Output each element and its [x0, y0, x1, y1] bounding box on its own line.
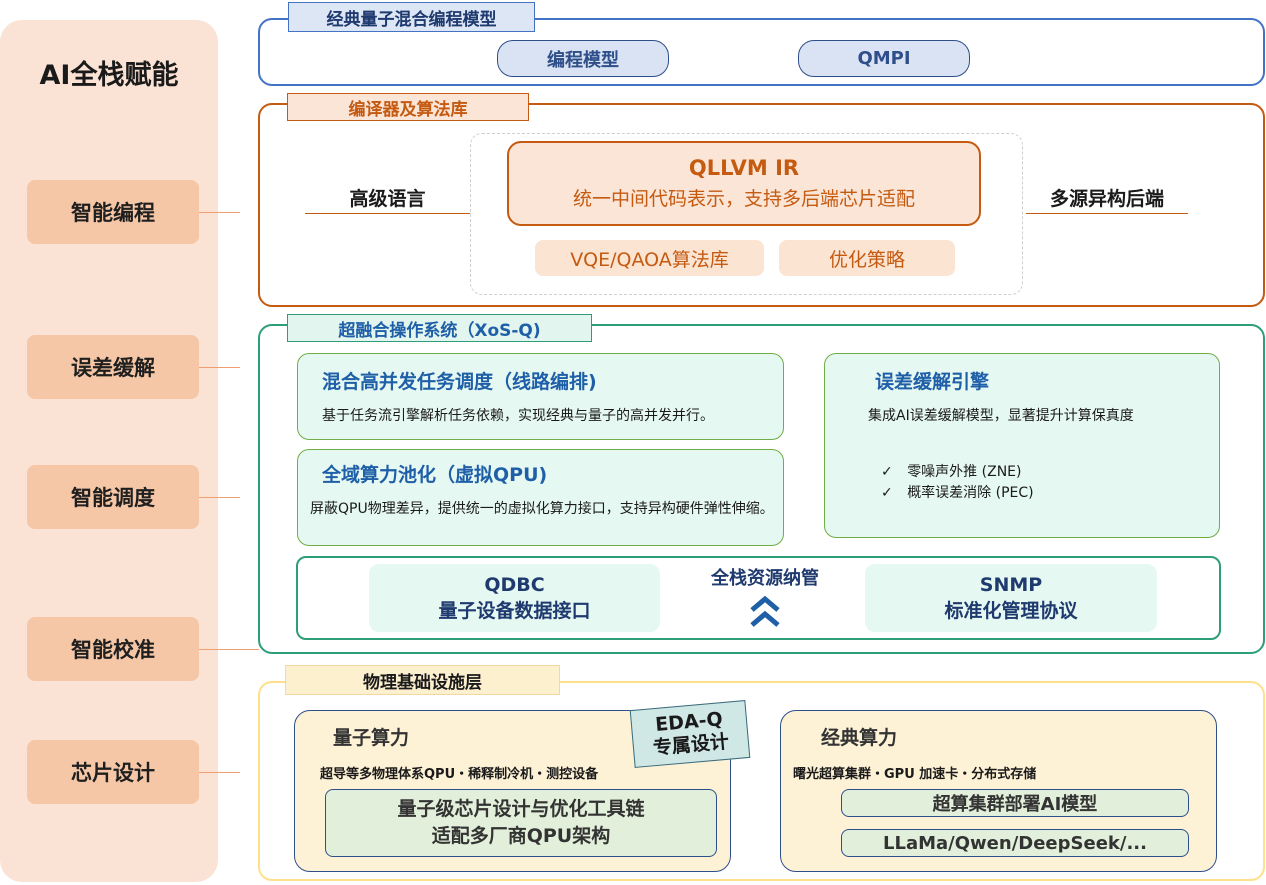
check-icon: ✓: [881, 464, 893, 480]
pooling-title: 全域算力池化（虚拟QPU): [322, 464, 548, 486]
programming-model-title: 经典量子混合编程模型: [288, 2, 535, 32]
os-frame: [258, 324, 1265, 654]
infrastructure-frame: [258, 681, 1265, 881]
llm-list-pill: LLaMa/Qwen/DeepSeek/...: [841, 829, 1189, 857]
snmp-title: SNMP: [979, 574, 1043, 596]
error-engine-card: 误差缓解引擎 集成AI误差缓解模型，显著提升计算保真度 ✓ 零噪声外推 (ZNE…: [824, 353, 1220, 538]
connector-line: [199, 772, 240, 773]
left-item-smart-programming: 智能编程: [27, 180, 199, 244]
quantum-chip-toolchain-pill: 量子级芯片设计与优化工具链 适配多厂商QPU架构: [325, 789, 717, 857]
heterogeneous-backend-line: [1026, 213, 1188, 214]
scheduling-text: 基于任务流引擎解析任务依赖，实现经典与量子的高并发并行。: [322, 408, 714, 424]
qllvm-ir-subtitle: 统一中间代码表示，支持多后端芯片适配: [572, 188, 915, 210]
check-item-label: 概率误差消除 (PEC): [907, 485, 1034, 501]
toolchain-line1: 量子级芯片设计与优化工具链: [397, 798, 645, 820]
connector-line: [199, 649, 259, 650]
os-title: 超融合操作系统（XoS-Q): [287, 314, 592, 342]
quantum-compute-title: 量子算力: [333, 727, 410, 749]
ai-model-deploy-pill: 超算集群部署AI模型: [841, 789, 1189, 817]
vqe-qaoa-pill: VQE/QAOA算法库: [535, 240, 764, 276]
check-item: ✓ 零噪声外推 (ZNE): [881, 462, 1211, 482]
eda-q-badge: EDA-Q 专属设计: [629, 700, 751, 768]
connector-line: [199, 367, 240, 368]
scheduling-title: 混合高并发任务调度（线路编排): [322, 371, 597, 393]
programming-model-pill: 编程模型: [497, 40, 669, 77]
double-chevron-up-icon: [750, 595, 780, 627]
left-item-error-mitigation: 误差缓解: [27, 335, 199, 399]
check-item-label: 零噪声外推 (ZNE): [907, 464, 1022, 480]
infrastructure-title: 物理基础设施层: [285, 665, 560, 695]
high-level-language-label: 高级语言: [349, 187, 426, 210]
toolchain-line2: 适配多厂商QPU架构: [431, 825, 611, 847]
classic-compute-subtitle: 曙光超算集群・GPU 加速卡・分布式存储: [793, 767, 1037, 782]
classic-compute-box: 经典算力 曙光超算集群・GPU 加速卡・分布式存储 超算集群部署AI模型 LLa…: [780, 710, 1217, 872]
qllvm-ir-title: QLLVM IR: [688, 156, 800, 180]
connector-line: [199, 212, 240, 213]
left-item-smart-calibration: 智能校准: [27, 617, 199, 681]
error-engine-text: 集成AI误差缓解模型，显著提升计算保真度: [868, 408, 1134, 424]
left-panel: [0, 20, 218, 882]
check-item: ✓ 概率误差消除 (PEC): [881, 483, 1211, 503]
left-item-smart-scheduling: 智能调度: [27, 465, 199, 529]
check-icon: ✓: [881, 485, 893, 501]
qllvm-ir-box: QLLVM IR 统一中间代码表示，支持多后端芯片适配: [507, 141, 981, 226]
classic-compute-title: 经典算力: [821, 727, 898, 749]
qmpi-pill: QMPI: [798, 40, 970, 77]
compiler-core-area: [470, 133, 1023, 295]
error-engine-title: 误差缓解引擎: [875, 371, 990, 393]
qdbc-title: QDBC: [484, 574, 545, 596]
resource-management-title: 全栈资源纳管: [711, 568, 819, 589]
qdbc-box: QDBC 量子设备数据接口: [369, 564, 660, 632]
optimization-strategy-pill: 优化策略: [779, 240, 955, 276]
qdbc-subtitle: 量子设备数据接口: [438, 600, 591, 622]
compiler-title: 编译器及算法库: [287, 93, 529, 121]
high-level-language-line: [305, 213, 470, 214]
quantum-compute-subtitle: 超导等多物理体系QPU・稀释制冷机・测控设备: [320, 767, 599, 782]
left-panel-title: AI全栈赋能: [39, 59, 179, 91]
pooling-card: 全域算力池化（虚拟QPU) 屏蔽QPU物理差异，提供统一的虚拟化算力接口，支持异…: [297, 449, 784, 546]
snmp-subtitle: 标准化管理协议: [944, 600, 1078, 622]
compiler-frame: [258, 103, 1265, 307]
programming-model-frame: [258, 18, 1265, 86]
heterogeneous-backend-label: 多源异构后端: [1049, 187, 1164, 210]
resource-management-frame: [296, 556, 1221, 640]
connector-line: [199, 497, 240, 498]
left-item-chip-design: 芯片设计: [27, 740, 199, 804]
snmp-box: SNMP 标准化管理协议: [865, 564, 1157, 632]
pooling-text: 屏蔽QPU物理差异，提供统一的虚拟化算力接口，支持异构硬件弹性伸缩。: [310, 501, 774, 517]
scheduling-card: 混合高并发任务调度（线路编排) 基于任务流引擎解析任务依赖，实现经典与量子的高并…: [297, 353, 784, 440]
